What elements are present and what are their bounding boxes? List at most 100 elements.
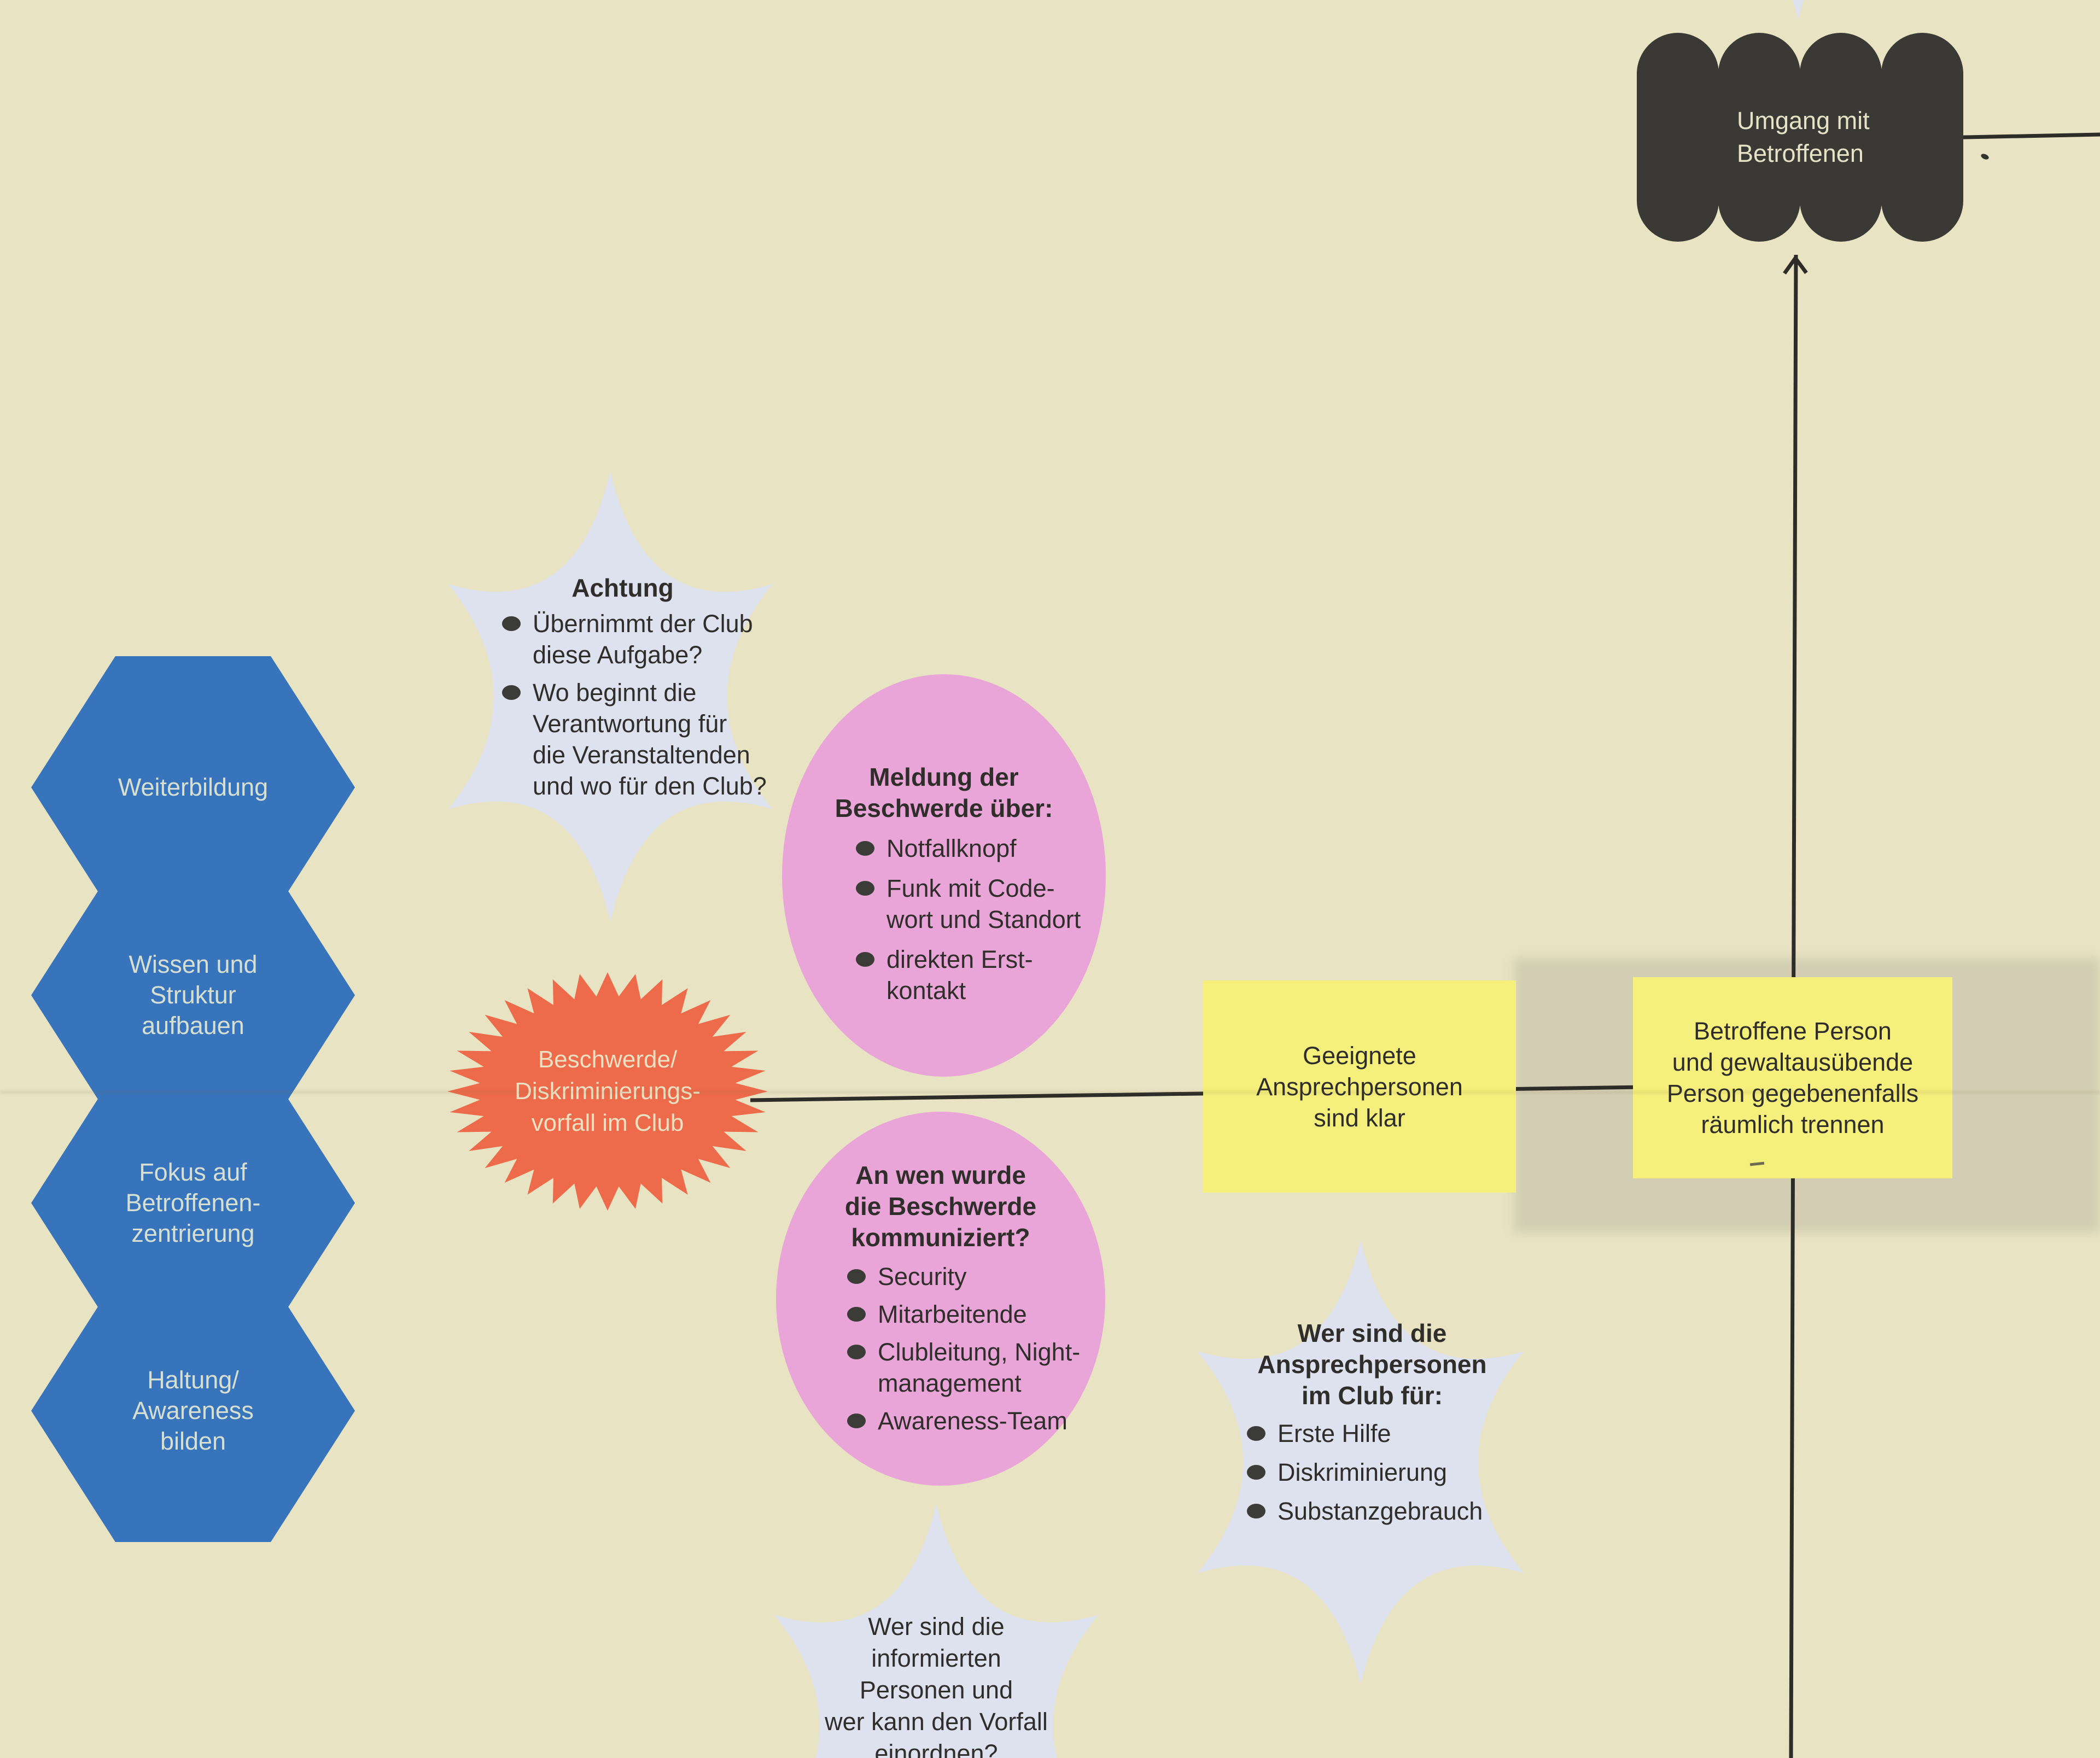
- bullet-line: Übernimmt der Club: [533, 610, 753, 638]
- title-line: die Beschwerde: [844, 1192, 1037, 1220]
- informierte-line: Personen und: [859, 1676, 1013, 1704]
- title-line: Wer sind die: [1297, 1319, 1447, 1347]
- bullet-dot-icon: [502, 685, 521, 700]
- meldung-title: Meldung der Beschwerde über:: [782, 762, 1106, 824]
- note-line: und gewaltausübende: [1672, 1048, 1914, 1076]
- cloud-node-umgang: Umgang mit Betroffenen: [1637, 33, 1963, 242]
- title-line: Beschwerde über:: [835, 794, 1053, 822]
- bullet-item: Übernimmt der Club diese Aufgabe?: [502, 608, 753, 670]
- cloud-lobe: [1800, 33, 1882, 242]
- bullet-dot-icon: [847, 1307, 866, 1322]
- achtung-title: Achtung: [571, 574, 674, 602]
- bullet-item: Notfallknopf: [856, 833, 1106, 864]
- note-line: Ansprechpersonen: [1256, 1072, 1463, 1101]
- cloud-lobe: [1881, 33, 1963, 242]
- hexagon-label-line: Weiterbildung: [118, 773, 269, 801]
- bullet-line: Mitarbeitende: [878, 1300, 1027, 1328]
- hexagon-label: Wissen und Struktur aufbauen: [129, 949, 257, 1041]
- cloud-label: Umgang mit Betroffenen: [1637, 33, 1963, 242]
- burst-beschwerde-vorfall: Beschwerde/ Diskriminierungs- vorfall im…: [447, 972, 768, 1211]
- ansprechpersonen-title: Wer sind die Ansprechpersonen im Club fü…: [1247, 1318, 1497, 1411]
- burst-line: Beschwerde/: [538, 1046, 678, 1073]
- note-raeumlich-trennen: Betroffene Person und gewaltausübende Pe…: [1633, 977, 1952, 1178]
- informierte-line: einordnen?: [874, 1739, 998, 1758]
- cloud-lobe: [1718, 33, 1800, 242]
- bullet-dot-icon: [1247, 1426, 1265, 1441]
- bullet-line: die Veranstaltenden: [533, 741, 750, 769]
- hexagon-label-line: Haltung/: [147, 1366, 239, 1394]
- bullet-item: Substanzgebrauch: [1247, 1496, 1497, 1527]
- bullet-line: Security: [878, 1263, 967, 1290]
- paper-fold-crease: [0, 1091, 2100, 1094]
- star-ansprechpersonen-im-club: Wer sind die Ansprechpersonen im Club fü…: [1197, 1240, 1525, 1684]
- note-line: räumlich trennen: [1701, 1111, 1885, 1138]
- bullet-line: Verantwortung für: [533, 710, 727, 738]
- hexagon-label: Haltung/ Awareness bilden: [132, 1365, 254, 1457]
- hexagon-label-line: Fokus auf: [139, 1158, 247, 1186]
- star-tip-offscreen: [1635, 0, 1961, 20]
- burst-line: Diskriminierungs-: [515, 1078, 701, 1105]
- note-line: Person gegebenenfalls: [1666, 1079, 1919, 1107]
- note-line: Geeignete: [1303, 1041, 1416, 1070]
- informierte-line: wer kann den Vorfall: [825, 1708, 1048, 1736]
- ellipse-beschwerde-kommuniziert: An wen wurde die Beschwerde kommuniziert…: [776, 1112, 1105, 1486]
- bullet-item: Diskriminierung: [1247, 1457, 1497, 1488]
- kommunikation-title: An wen wurde die Beschwerde kommuniziert…: [776, 1160, 1105, 1253]
- bullet-item: Security: [847, 1261, 1105, 1292]
- bullet-dot-icon: [847, 1269, 866, 1284]
- ellipse-meldung-beschwerde: Meldung der Beschwerde über: Notfallknop…: [782, 674, 1106, 1077]
- note-line: Betroffene Person: [1694, 1017, 1892, 1045]
- informierte-line: Wer sind die: [868, 1613, 1005, 1640]
- bullet-line: management: [878, 1369, 1022, 1397]
- bullet-line: und wo für den Club?: [533, 772, 767, 800]
- bullet-line: Substanzgebrauch: [1278, 1497, 1483, 1525]
- bullet-line: Wo beginnt die: [533, 679, 697, 706]
- bullet-dot-icon: [1247, 1504, 1265, 1518]
- hexagon-label-line: bilden: [160, 1427, 226, 1455]
- hexagon-label-line: Wissen und: [129, 950, 258, 978]
- cloud-lobe: [1637, 33, 1719, 242]
- informierte-label: Wer sind die informierten Personen und w…: [773, 1504, 1099, 1758]
- title-line: Ansprechpersonen: [1257, 1350, 1487, 1379]
- bullet-item: Wo beginnt die Verantwortung für die Ver…: [502, 677, 767, 802]
- bullet-item: Funk mit Code- wort und Standort: [856, 873, 1106, 935]
- hexagon-label-line: Awareness: [132, 1397, 254, 1424]
- hexagon-label-line: Betroffenen-: [125, 1189, 261, 1217]
- bullet-item: Awareness-Team: [847, 1405, 1105, 1436]
- hexagon-label-line: Struktur: [150, 981, 236, 1009]
- star-informierte-personen: Wer sind die informierten Personen und w…: [773, 1504, 1099, 1758]
- hexagon-label: Fokus auf Betroffenen- zentrierung: [126, 1157, 261, 1249]
- informierte-line: informierten: [871, 1644, 1001, 1672]
- cloud-label-line: Betroffenen: [1737, 139, 1864, 167]
- cloud-label-line: Umgang mit: [1737, 107, 1870, 135]
- title-line: kommuniziert?: [851, 1223, 1030, 1252]
- bullet-item: Clubleitung, Night- management: [847, 1336, 1105, 1399]
- hexagon-label-line: aufbauen: [142, 1012, 244, 1039]
- burst-shape: [447, 972, 768, 1211]
- note-line: sind klar: [1314, 1103, 1405, 1132]
- bullet-line: wort und Standort: [886, 906, 1081, 933]
- bullet-line: Funk mit Code-: [886, 874, 1055, 902]
- bullet-dot-icon: [856, 952, 874, 967]
- bullet-item: Erste Hilfe: [1247, 1418, 1497, 1449]
- hexagon-label-line: zentrierung: [131, 1219, 255, 1247]
- cloud-connector-line: [1938, 132, 2100, 140]
- hexagon-label: Weiterbildung: [118, 772, 268, 803]
- bullet-line: Notfallknopf: [886, 834, 1017, 862]
- bullet-dot-icon: [502, 616, 521, 631]
- bullet-line: Awareness-Team: [878, 1407, 1068, 1435]
- bullet-line: Erste Hilfe: [1278, 1420, 1391, 1447]
- bullet-dot-icon: [856, 881, 874, 896]
- arrow-up-icon: [1783, 255, 1808, 275]
- bullet-item: direkten Erst- kontakt: [856, 944, 1106, 1006]
- bullet-dot-icon: [856, 841, 874, 856]
- title-line: An wen wurde: [855, 1161, 1026, 1189]
- bullet-dot-icon: [847, 1345, 866, 1359]
- bullet-line: kontakt: [886, 977, 966, 1004]
- title-line: im Club für:: [1301, 1381, 1443, 1410]
- bullet-dot-icon: [847, 1414, 866, 1428]
- bullet-line: diese Aufgabe?: [533, 641, 703, 669]
- bullet-item: Mitarbeitende: [847, 1299, 1105, 1330]
- star-note-achtung: Achtung Übernimmt der Club diese Aufgabe…: [447, 471, 773, 922]
